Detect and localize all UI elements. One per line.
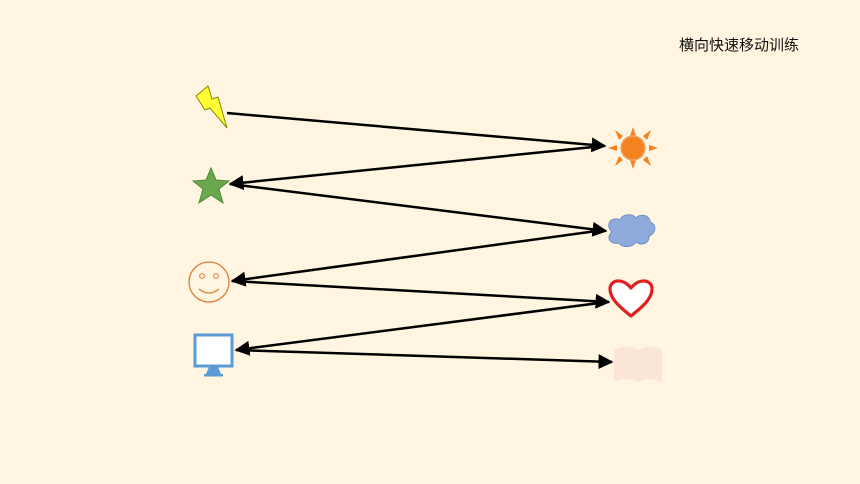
arrow-cloud-to-smiley [230,228,605,287]
monitor-icon [193,333,234,377]
arrow-smiley-to-heart [231,279,611,309]
smiley-icon [188,261,230,303]
cloud-icon [608,214,656,248]
arrow-sun-to-star [228,144,604,191]
lightning-icon [195,85,228,129]
arrow-monitor-to-book [235,348,614,370]
arrow-lightning-to-sun [226,111,607,153]
sun-icon [608,127,658,169]
arrow-star-to-cloud [229,182,608,237]
arrow-path [226,111,614,370]
star-icon [191,166,231,205]
heart-icon [608,279,654,318]
arrow-heart-to-monitor [234,300,608,356]
page-title: 横向快速移动训练 [679,36,800,54]
book-icon [614,346,662,382]
